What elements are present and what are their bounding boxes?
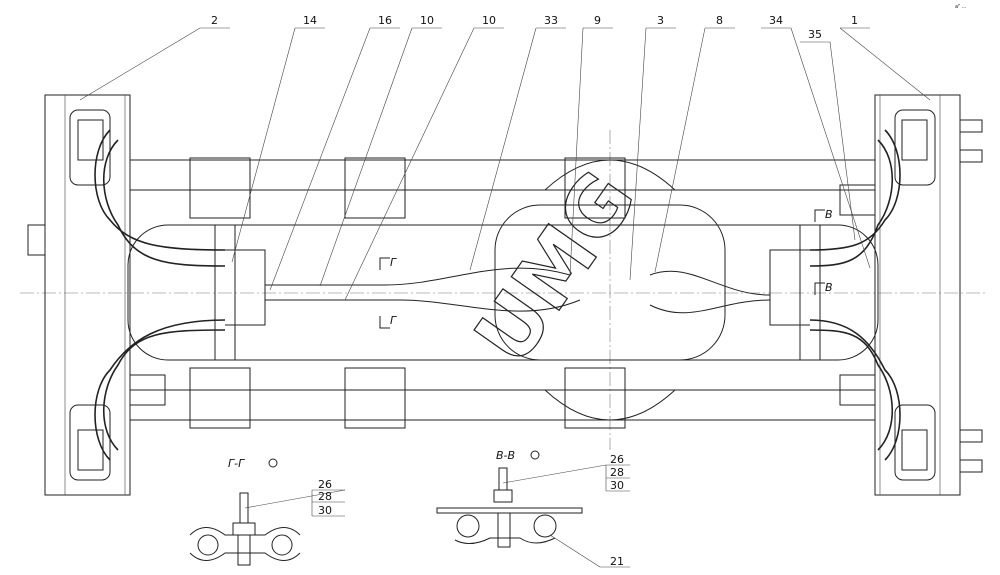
drawing-label: 2 — [211, 14, 218, 27]
drawing-label: Г — [390, 314, 397, 327]
drawing-label: 26 — [318, 478, 332, 491]
left-side-frame — [27, 94, 131, 496]
drawing-label: 1 — [851, 14, 858, 27]
drawing-label: 14 — [303, 14, 317, 27]
drawing-label: 8 — [716, 14, 723, 27]
drawing-label: 34 — [769, 14, 783, 27]
drawing-label: 30 — [610, 479, 624, 492]
section-v-v: В-В 26 28 30 21 — [436, 449, 630, 568]
drawing-label: 33 — [544, 14, 558, 27]
drawing-label: 35 — [808, 28, 822, 41]
drawing-label: В — [825, 281, 833, 294]
top-right-note: aᴾ ... — [955, 4, 967, 10]
drawing-label: 3 — [657, 14, 664, 27]
right-side-frame — [874, 94, 983, 496]
drawing-label: 30 — [318, 504, 332, 517]
drawing-label: 28 — [318, 490, 332, 503]
bearing-pads — [129, 157, 876, 429]
drawing-label: 10 — [482, 14, 496, 27]
watermark: UMG — [457, 155, 654, 381]
drawing-label: 10 — [420, 14, 434, 27]
drawing-label: 9 — [594, 14, 601, 27]
drawing-label: В — [825, 208, 833, 221]
drawing-label: Г — [390, 256, 397, 269]
drawing-label: 26 — [610, 453, 624, 466]
drawing-label: 28 — [610, 466, 624, 479]
cross-beams — [127, 159, 879, 421]
hoses — [94, 129, 901, 461]
drawing-label: Г-Г — [228, 457, 245, 470]
section-marks: Г Г В В — [379, 208, 833, 329]
callout-labels: 2 14 16 10 10 33 9 3 8 34 35 1 — [211, 14, 858, 41]
drawing-label: 21 — [610, 555, 624, 568]
drawing-label: 16 — [378, 14, 392, 27]
section-g-g: Г-Г 26 28 30 — [189, 457, 346, 566]
callout-leaders — [79, 27, 931, 301]
drawing-label: В-В — [496, 449, 515, 462]
